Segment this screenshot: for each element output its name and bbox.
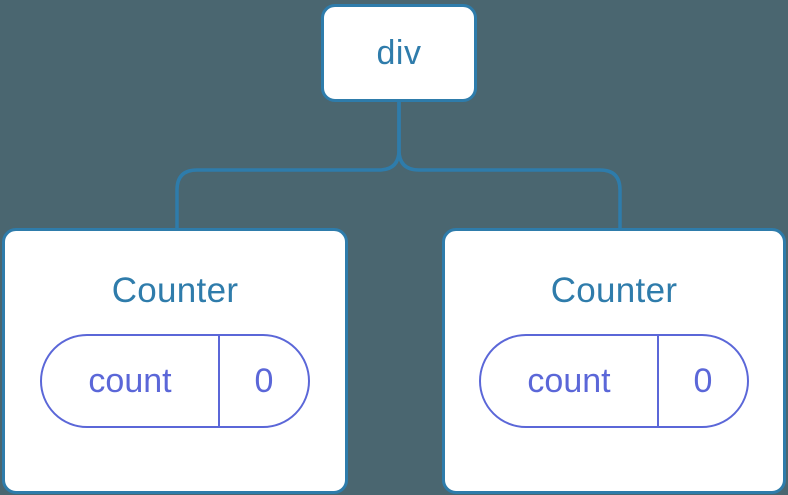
state-key-label: count <box>42 336 220 426</box>
state-value-label: 0 <box>693 362 713 400</box>
node-counter-right-label: Counter <box>550 271 678 310</box>
node-counter-right[interactable]: Counter count 0 <box>442 228 786 494</box>
node-div[interactable]: div <box>321 4 477 102</box>
state-value-label: 0 <box>254 362 274 400</box>
state-pill-count-right[interactable]: count 0 <box>479 334 749 428</box>
connector-root-to-left-child <box>175 102 401 230</box>
connector-root-to-right-child <box>397 102 622 230</box>
state-key-label: count <box>481 336 659 426</box>
state-pill-count-left[interactable]: count 0 <box>40 334 310 428</box>
node-counter-left[interactable]: Counter count 0 <box>2 228 348 494</box>
node-counter-left-label: Counter <box>111 271 239 310</box>
node-div-label: div <box>376 34 422 72</box>
